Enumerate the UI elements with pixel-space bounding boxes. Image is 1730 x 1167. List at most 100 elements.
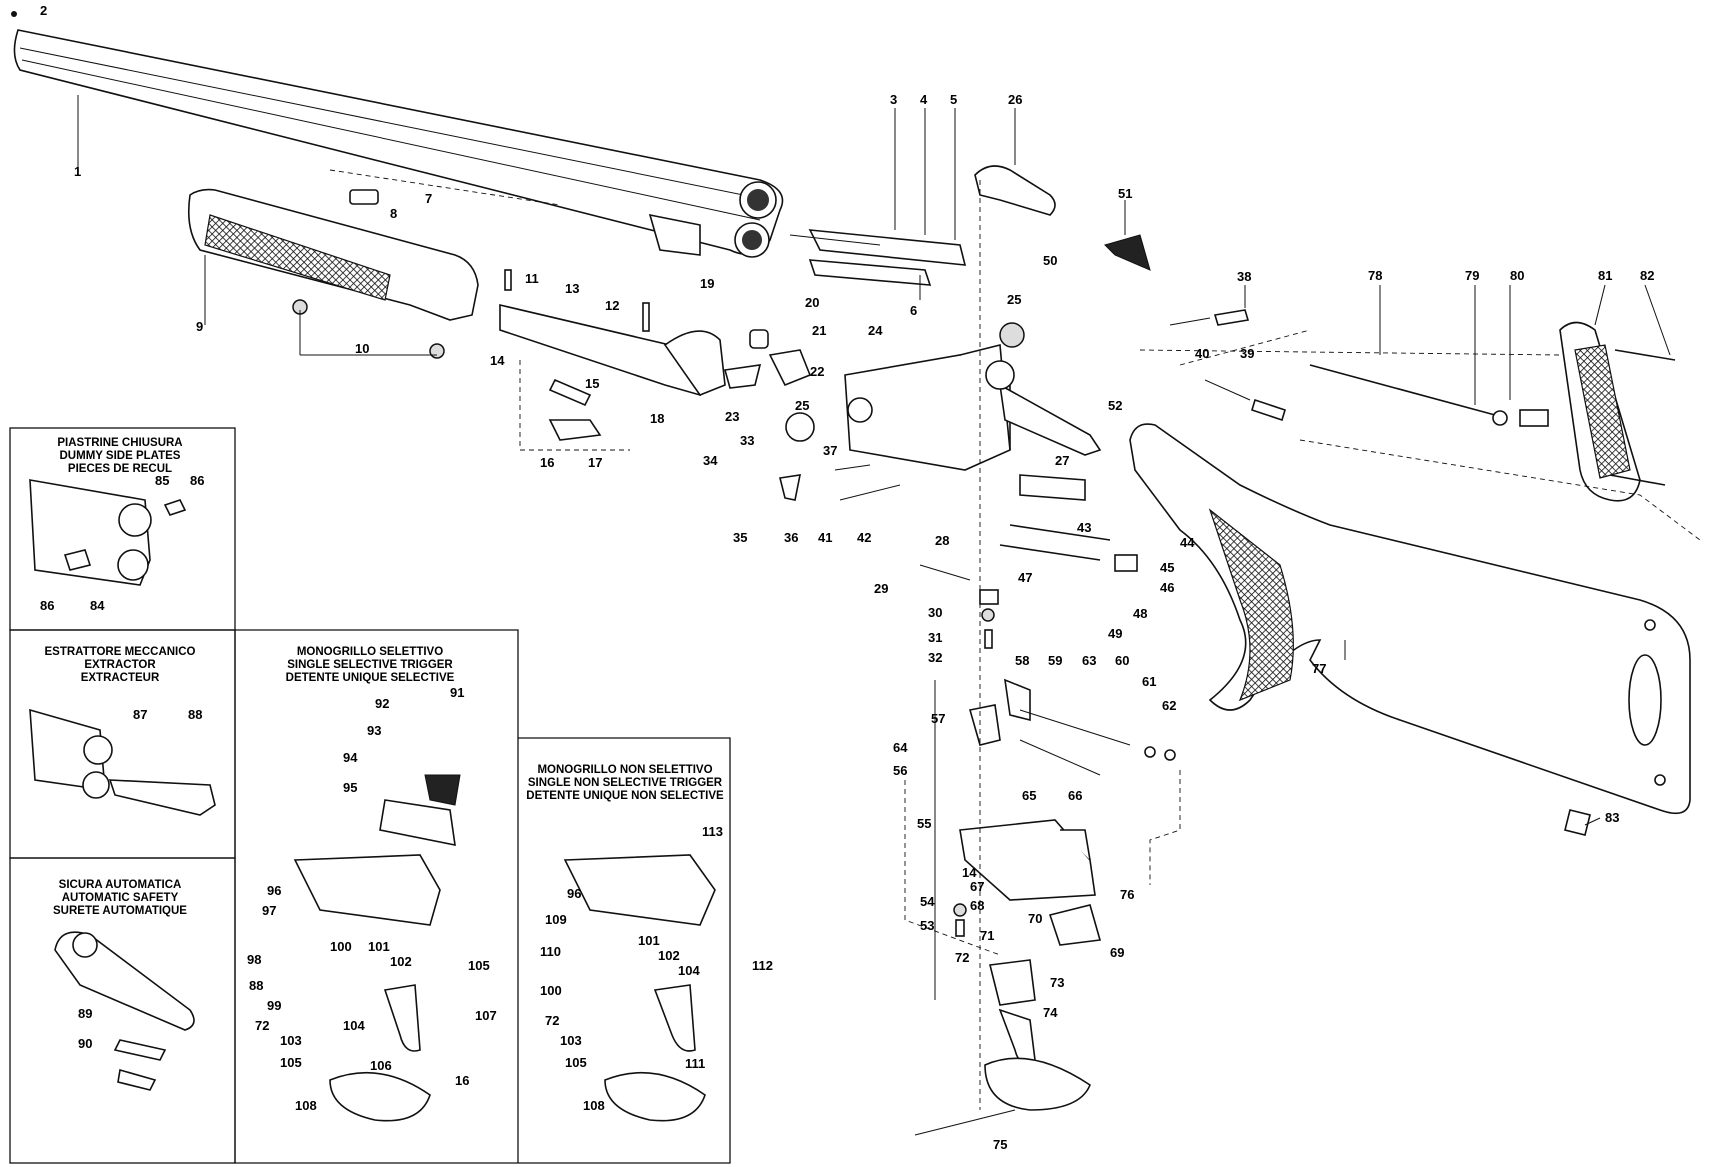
callout: 19 bbox=[700, 276, 714, 291]
callout: 18 bbox=[650, 411, 664, 426]
callout-labels: 2 1 7 8 9 10 11 12 13 14 15 16 17 18 19 … bbox=[40, 3, 1654, 1152]
callout: 74 bbox=[1043, 1005, 1058, 1020]
forend bbox=[187, 188, 479, 321]
box-title-en: AUTOMATIC SAFETY bbox=[62, 892, 179, 904]
callout: 50 bbox=[1043, 253, 1057, 268]
callout: 87 bbox=[133, 707, 147, 722]
callout: 84 bbox=[90, 598, 105, 613]
pin-37 bbox=[834, 464, 871, 471]
callout: 89 bbox=[78, 1006, 92, 1021]
callout: 83 bbox=[1605, 810, 1619, 825]
callout: 69 bbox=[1110, 945, 1124, 960]
bead-sight bbox=[11, 11, 17, 17]
part-12 bbox=[642, 302, 650, 332]
callout: 10 bbox=[355, 341, 369, 356]
callout: 37 bbox=[823, 443, 837, 458]
callout: 95 bbox=[343, 780, 357, 795]
callout: 96 bbox=[567, 886, 581, 901]
callout: 14 bbox=[962, 865, 977, 880]
callout: 108 bbox=[295, 1098, 317, 1113]
part-74 bbox=[998, 1008, 1036, 1065]
part-73 bbox=[989, 959, 1036, 1006]
callout: 38 bbox=[1237, 269, 1251, 284]
top-lever bbox=[974, 165, 1056, 216]
box-title-it: ESTRATTORE MECCANICO bbox=[45, 646, 196, 658]
callout: 86 bbox=[190, 473, 204, 488]
callout: 17 bbox=[588, 455, 602, 470]
part-32 bbox=[984, 629, 993, 649]
callout: 63 bbox=[1082, 653, 1096, 668]
callout: 112 bbox=[752, 958, 773, 973]
callout: 68 bbox=[970, 898, 984, 913]
callout: 28 bbox=[935, 533, 949, 548]
part-31 bbox=[981, 608, 995, 622]
pin-42 bbox=[839, 484, 901, 501]
part-15 bbox=[548, 378, 592, 407]
part-45 bbox=[1114, 554, 1138, 572]
callout: 102 bbox=[658, 948, 680, 963]
callout: 51 bbox=[1118, 186, 1132, 201]
callout: 31 bbox=[928, 630, 942, 645]
callout: 97 bbox=[262, 903, 276, 918]
box-title-fr: SURETE AUTOMATIQUE bbox=[53, 905, 187, 917]
part-3 bbox=[789, 234, 881, 246]
callout: 67 bbox=[970, 879, 984, 894]
callout: 48 bbox=[1133, 606, 1147, 621]
callout: 25 bbox=[1007, 292, 1021, 307]
part-10b bbox=[429, 343, 445, 359]
callout: 16 bbox=[455, 1073, 469, 1088]
callout: 94 bbox=[343, 750, 358, 765]
callout: 72 bbox=[255, 1018, 269, 1033]
callout: 76 bbox=[1120, 887, 1134, 902]
washer-79 bbox=[1492, 410, 1508, 426]
callout: 21 bbox=[812, 323, 826, 338]
callout: 81 bbox=[1598, 268, 1612, 283]
callout: 29 bbox=[874, 581, 888, 596]
callout: 30 bbox=[928, 605, 942, 620]
callout: 101 bbox=[368, 939, 390, 954]
box-title-en: DUMMY SIDE PLATES bbox=[60, 450, 181, 462]
callout: 2 bbox=[40, 3, 47, 18]
callout: 49 bbox=[1108, 626, 1122, 641]
callout: 77 bbox=[1312, 661, 1326, 676]
callout: 92 bbox=[375, 696, 389, 711]
callout: 44 bbox=[1180, 535, 1195, 550]
callout: 41 bbox=[818, 530, 832, 545]
callout: 93 bbox=[367, 723, 381, 738]
callout: 104 bbox=[678, 963, 700, 978]
callout: 26 bbox=[1008, 92, 1022, 107]
callout: 103 bbox=[280, 1033, 302, 1048]
callout: 100 bbox=[330, 939, 352, 954]
firing-pin-2 bbox=[1009, 524, 1111, 541]
callout: 60 bbox=[1115, 653, 1129, 668]
box-title-fr: DETENTE UNIQUE SELECTIVE bbox=[286, 672, 455, 684]
stock-bolt bbox=[1309, 364, 1496, 416]
screw-82b bbox=[1609, 474, 1666, 486]
leader-lines bbox=[77, 95, 1671, 1136]
callout: 9 bbox=[196, 319, 203, 334]
sling-swivel bbox=[1564, 809, 1591, 836]
box-title-it: MONOGRILLO SELETTIVO bbox=[297, 646, 443, 658]
callout: 24 bbox=[868, 323, 883, 338]
callout: 90 bbox=[78, 1036, 92, 1051]
callout: 104 bbox=[343, 1018, 365, 1033]
callout: 70 bbox=[1028, 911, 1042, 926]
callout: 6 bbox=[910, 303, 917, 318]
firing-pin-1 bbox=[999, 544, 1101, 561]
box-title-en: EXTRACTOR bbox=[84, 659, 156, 671]
part-39 bbox=[1251, 398, 1286, 422]
callout: 86 bbox=[40, 598, 54, 613]
callout: 33 bbox=[740, 433, 754, 448]
box-triggers bbox=[234, 629, 731, 1164]
callout: 113 bbox=[702, 824, 723, 839]
part-53 bbox=[955, 919, 965, 937]
callout: 103 bbox=[560, 1033, 582, 1048]
callout: 85 bbox=[155, 473, 169, 488]
spring-40 bbox=[1204, 379, 1251, 401]
nut-80 bbox=[1519, 409, 1549, 427]
box-title-it: SICURA AUTOMATICA bbox=[59, 879, 182, 891]
receiver bbox=[844, 343, 1102, 471]
part-57 bbox=[968, 704, 1001, 746]
callout: 78 bbox=[1368, 268, 1382, 283]
